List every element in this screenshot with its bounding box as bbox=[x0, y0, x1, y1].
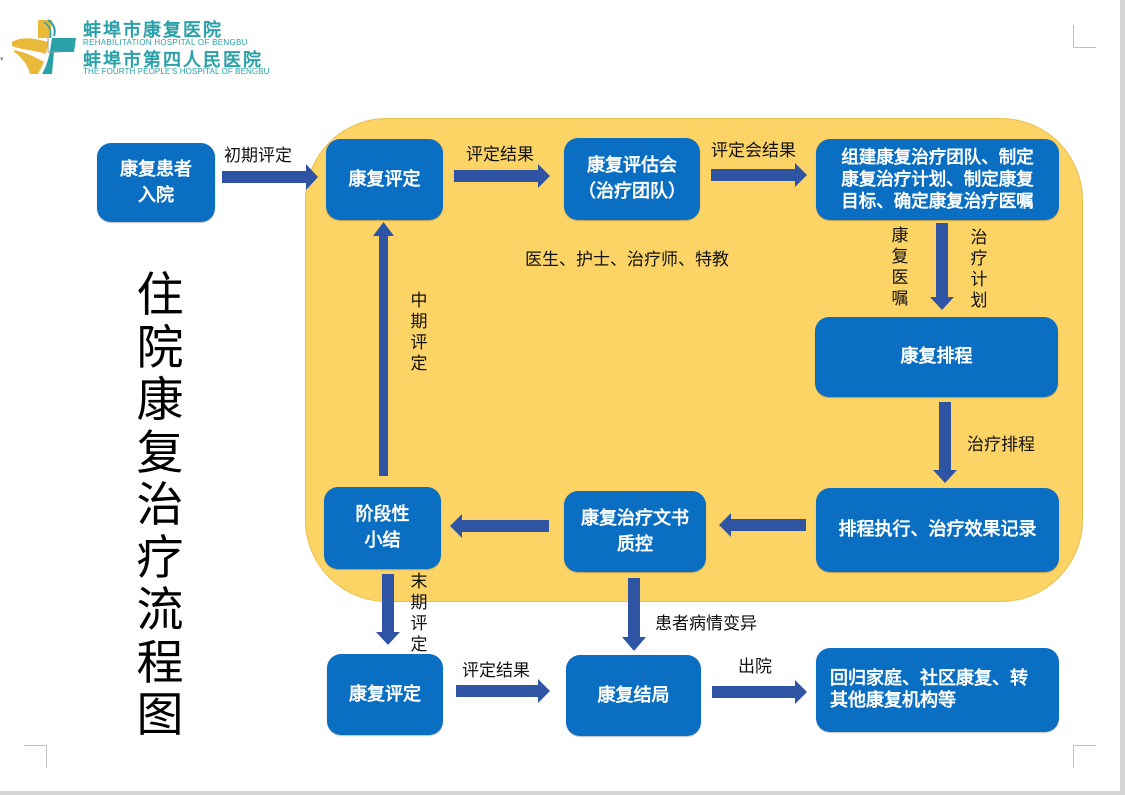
edge-label-treatment-plan: 治 疗 计 划 bbox=[970, 228, 988, 312]
label-char: 期 bbox=[410, 312, 428, 332]
arrow-qc-to-outcome bbox=[622, 578, 646, 651]
hospital-name-cn-2: 蚌埠市第四人民医院 bbox=[83, 50, 263, 71]
label-char: 末 bbox=[410, 572, 428, 592]
arrow-summary-to-final-assessment bbox=[376, 574, 400, 645]
title-char: 流 bbox=[136, 583, 184, 638]
label-char: 嘱 bbox=[891, 289, 909, 309]
node-text: 其他康复机构等 bbox=[830, 690, 956, 711]
label-char: 康 bbox=[891, 226, 909, 246]
arrow-assessment-to-meeting bbox=[454, 164, 550, 188]
edge-label-meeting-result: 评定会结果 bbox=[711, 141, 796, 161]
arrow-meeting-to-plan bbox=[711, 163, 807, 187]
hospital-logo: 蚌埠市康复医院 REHABILITATION HOSPITAL OF BENGB… bbox=[5, 14, 275, 76]
title-char: 住 bbox=[136, 268, 184, 323]
edge-label-rehab-orders: 康 复 医 嘱 bbox=[891, 226, 909, 310]
edge-label-discharge: 出院 bbox=[738, 657, 772, 677]
label-char: 计 bbox=[970, 270, 988, 290]
node-text: 目标、确定康复治疗医嘱 bbox=[841, 191, 1034, 212]
title-char: 疗 bbox=[136, 530, 184, 586]
arrow-admission-to-assessment bbox=[222, 164, 318, 190]
label-char: 评 bbox=[410, 333, 428, 353]
title-char: 图 bbox=[136, 688, 184, 743]
node-text: （治疗团队） bbox=[578, 181, 686, 202]
label-char: 划 bbox=[970, 291, 988, 311]
margin-corner-top-right bbox=[1073, 25, 1096, 48]
title-char: 复 bbox=[136, 425, 184, 481]
arrow-final-assessment-to-outcome bbox=[456, 679, 550, 703]
node-execution: 排程执行、治疗效果记录 bbox=[816, 488, 1059, 572]
hospital-cross-icon bbox=[12, 19, 76, 74]
node-text: 回归家庭、社区康复、转 bbox=[830, 668, 1028, 689]
node-text: 康复评定 bbox=[349, 683, 421, 705]
title-char: 院 bbox=[136, 320, 184, 376]
hospital-name-cn-1: 蚌埠市康复医院 bbox=[83, 20, 223, 41]
label-char: 治 bbox=[970, 228, 988, 248]
label-char: 中 bbox=[410, 291, 428, 311]
title-char: 康 bbox=[136, 373, 184, 428]
node-text: 康复评估会 bbox=[587, 155, 677, 176]
node-text: 小结 bbox=[364, 530, 401, 551]
node-text: 康复结局 bbox=[597, 684, 670, 706]
node-assessment-meeting: 康复评估会 （治疗团队） bbox=[564, 138, 700, 220]
label-char: 复 bbox=[891, 247, 909, 267]
arrow-outcome-to-destination bbox=[712, 680, 807, 704]
label-char: 评 bbox=[410, 614, 428, 634]
node-text: 排程执行、治疗效果记录 bbox=[838, 519, 1037, 540]
arrow-plan-to-scheduling bbox=[930, 223, 954, 310]
node-scheduling: 康复排程 bbox=[815, 317, 1058, 397]
title-char: 程 bbox=[136, 635, 184, 691]
node-team-plan: 组建康复治疗团队、制定康复治疗计划、制定康复目标、确定康复治疗医嘱 bbox=[816, 139, 1059, 220]
edge-label-condition-change: 患者病情变异 bbox=[655, 614, 757, 634]
node-text: 入院 bbox=[138, 184, 174, 206]
edge-label-eval-result-final: 评定结果 bbox=[462, 661, 530, 681]
arrow-summary-to-assessment bbox=[373, 222, 394, 476]
page-title: 住 院 康 复 治 疗 流 程 图 bbox=[132, 268, 188, 743]
node-text: 康复治疗文书 bbox=[581, 507, 689, 529]
arrow-execution-to-qc bbox=[719, 513, 806, 537]
margin-corner-bottom-left bbox=[24, 745, 47, 768]
label-char: 定 bbox=[410, 354, 428, 374]
node-text: 康复治疗计划、制定康复 bbox=[841, 169, 1034, 190]
edge-label-final-eval: 末 期 评 定 bbox=[410, 572, 428, 656]
anchor-mark-icon: ▾ bbox=[0, 55, 4, 63]
label-char: 定 bbox=[410, 635, 428, 655]
page-edge-bottom bbox=[0, 791, 1125, 795]
edge-label-initial-eval: 初期评定 bbox=[224, 146, 292, 166]
node-text: 康复排程 bbox=[900, 346, 973, 367]
label-char: 期 bbox=[410, 593, 428, 613]
edge-label-mid-eval: 中 期 评 定 bbox=[410, 291, 428, 375]
page-edge-right bbox=[1120, 0, 1125, 795]
arrow-qc-to-summary bbox=[450, 514, 549, 538]
label-char: 疗 bbox=[970, 249, 988, 269]
hospital-name-en-1: REHABILITATION HOSPITAL OF BENGBU bbox=[83, 38, 248, 47]
edge-label-team-members: 医生、护士、治疗师、特教 bbox=[525, 250, 729, 270]
node-text: 康复患者 bbox=[120, 158, 192, 180]
node-outcome: 康复结局 bbox=[566, 655, 701, 736]
node-text: 质控 bbox=[617, 533, 653, 555]
node-text: 阶段性 bbox=[355, 504, 410, 525]
title-char: 治 bbox=[136, 478, 184, 533]
margin-corner-bottom-right bbox=[1073, 745, 1096, 768]
edge-label-eval-result: 评定结果 bbox=[466, 145, 534, 165]
node-text: 康复评定 bbox=[348, 168, 421, 190]
edge-label-treatment-schedule: 治疗排程 bbox=[967, 435, 1035, 455]
hospital-name-en-2: THE FOURTH PEOPLE'S HOSPITAL OF BENGBU bbox=[83, 67, 270, 76]
node-discharge-destination: 回归家庭、社区康复、转其他康复机构等 bbox=[816, 648, 1059, 732]
node-document-qc: 康复治疗文书质控 bbox=[564, 491, 706, 572]
label-char: 医 bbox=[891, 268, 909, 288]
node-initial-assessment: 康复评定 bbox=[326, 139, 443, 220]
node-final-assessment: 康复评定 bbox=[327, 654, 443, 735]
node-admission: 康复患者入院 bbox=[97, 143, 215, 222]
node-stage-summary: 阶段性小结 bbox=[324, 487, 441, 569]
node-text: 组建康复治疗团队、制定 bbox=[841, 147, 1034, 168]
arrow-scheduling-to-execution bbox=[933, 402, 957, 483]
